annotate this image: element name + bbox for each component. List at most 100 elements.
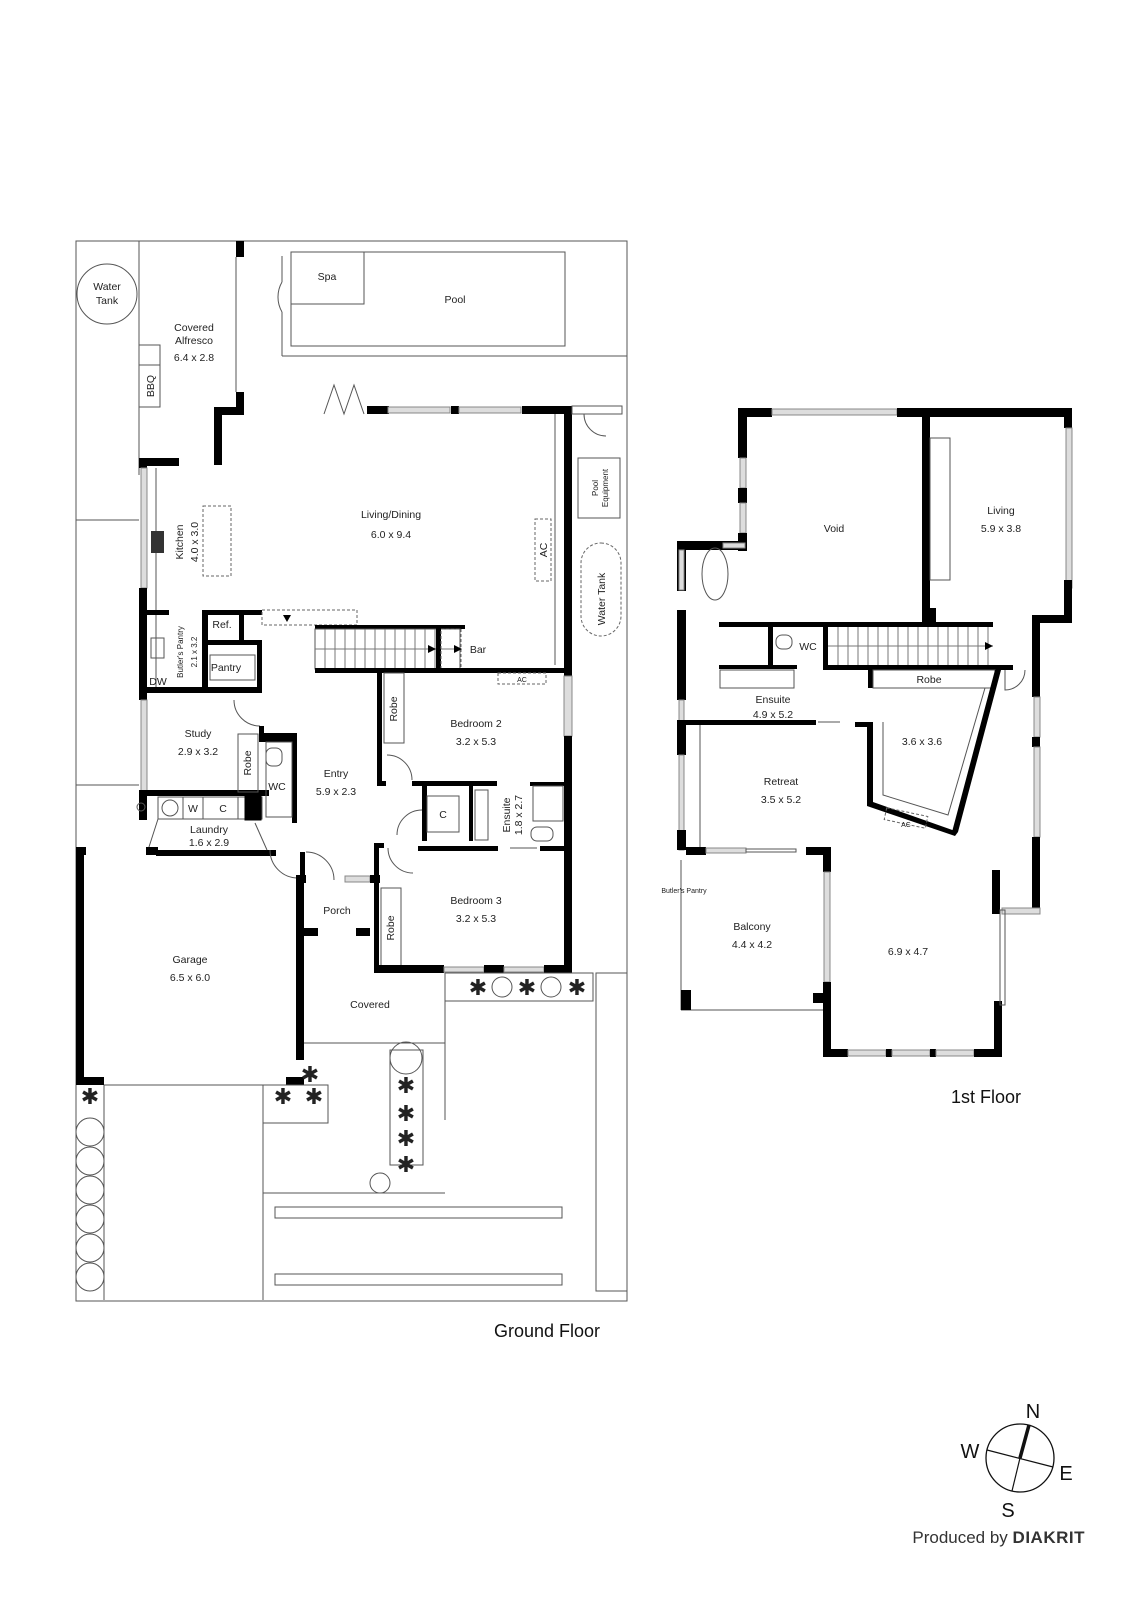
pool: [290, 251, 566, 347]
lot-boundary: [75, 240, 628, 1302]
svg-text:6.4 x 2.8: 6.4 x 2.8: [174, 352, 214, 364]
ac-unit-living: [534, 518, 552, 582]
plant-icons: ✱ ✱ ✱ ✱ ✱ ✱ ✱ ✱ ✱ ✱ ✱: [81, 975, 586, 1177]
label-bedroom-3: Bedroom 3: [450, 895, 502, 907]
svg-text:5.9 x 2.3: 5.9 x 2.3: [316, 786, 356, 798]
label-robe-bed2: Robe: [388, 696, 400, 721]
svg-text:3.2 x 5.3: 3.2 x 5.3: [456, 736, 496, 748]
svg-text:4.0 x 3.0: 4.0 x 3.0: [189, 522, 201, 562]
label-robe-bed3: Robe: [385, 915, 397, 940]
label-dw: DW: [149, 676, 167, 688]
svg-text:5.9 x 3.8: 5.9 x 3.8: [981, 523, 1021, 535]
robe-bed2: [383, 672, 405, 744]
label-water-tank-2: Water Tank: [596, 572, 608, 625]
label-study: Study: [185, 728, 213, 740]
compass-e: E: [1059, 1463, 1072, 1485]
label-living: Living: [987, 505, 1015, 517]
label-laundry: Laundry: [190, 824, 229, 836]
svg-text:6.0 x 9.4: 6.0 x 9.4: [371, 529, 411, 541]
first-floor-plan: Void Living 5.9 x 3.8 WC Robe Ensuite 4.…: [661, 408, 1073, 1057]
sink-icon: [150, 637, 165, 659]
credit-prefix: Produced by: [912, 1528, 1008, 1547]
svg-text:✱: ✱: [397, 1152, 415, 1177]
shrub-icons: [75, 976, 562, 1292]
label-bedroom-first: 3.6 x 3.6: [902, 736, 942, 748]
label-kitchen: Kitchen: [174, 524, 186, 559]
svg-text:✱: ✱: [305, 1084, 323, 1109]
svg-text:3.5 x 5.2: 3.5 x 5.2: [761, 794, 801, 806]
label-pool: Pool: [444, 294, 465, 306]
label-butlers-pantry: Butler's Pantry: [176, 626, 185, 678]
svg-text:✱: ✱: [397, 1101, 415, 1126]
spa: [290, 251, 365, 305]
first-floor-title: 1st Floor: [951, 1087, 1022, 1107]
label-balcony: Balcony: [733, 921, 771, 933]
water-tank-1: [76, 263, 138, 325]
svg-text:1.8 x 2.7: 1.8 x 2.7: [513, 795, 525, 835]
label-wc: WC: [268, 781, 286, 793]
svg-text:✱: ✱: [518, 975, 536, 1000]
label-laundry-w: W: [188, 803, 198, 815]
svg-text:4.9 x 5.2: 4.9 x 5.2: [753, 709, 793, 721]
ground-floor-plan: ✱ ✱ ✱ ✱ ✱ ✱ ✱ ✱ ✱ ✱ ✱ Water Tank Covered…: [75, 240, 628, 1302]
svg-text:✱: ✱: [274, 1084, 292, 1109]
label-spa: Spa: [318, 271, 337, 283]
label-living-dining: Living/Dining: [361, 509, 421, 521]
label-porch: Porch: [323, 905, 351, 917]
svg-text:✱: ✱: [469, 975, 487, 1000]
label-butlers-pantry-first: Butler's Pantry: [661, 888, 707, 895]
compass-w: W: [961, 1441, 980, 1463]
cooktop-icon: [151, 531, 164, 553]
svg-text:3.2 x 5.3: 3.2 x 5.3: [456, 913, 496, 925]
label-pantry: Pantry: [211, 662, 242, 674]
svg-text:✱: ✱: [81, 1084, 99, 1109]
producer-credit: Produced by DIAKRIT: [912, 1528, 1085, 1548]
kitchen-island: [202, 505, 232, 577]
svg-text:6.5 x 6.0: 6.5 x 6.0: [170, 972, 210, 984]
svg-text:Equipment: Equipment: [601, 468, 610, 507]
label-ac-first: AC: [901, 822, 911, 829]
svg-text:✱: ✱: [397, 1073, 415, 1098]
label-wc-first: WC: [799, 641, 817, 653]
label-ref: Ref.: [212, 619, 231, 631]
label-open-area: 6.9 x 4.7: [888, 946, 928, 958]
compass-icon: [985, 1423, 1055, 1493]
label-robe-study: Robe: [242, 750, 254, 775]
svg-text:2.9 x 3.2: 2.9 x 3.2: [178, 746, 218, 758]
ground-floor-title: Ground Floor: [494, 1321, 601, 1341]
robe-study: [237, 733, 259, 793]
svg-text:1.6 x 2.9: 1.6 x 2.9: [189, 837, 229, 849]
label-ensuite-first: Ensuite: [755, 694, 790, 706]
label-bar: Bar: [470, 644, 487, 656]
label-water-tank: Water: [93, 281, 121, 293]
label-laundry-c: C: [219, 803, 227, 815]
svg-text:Tank: Tank: [96, 295, 119, 307]
label-garage: Garage: [172, 954, 207, 966]
label-ac-living: AC: [538, 542, 550, 557]
svg-text:✱: ✱: [568, 975, 586, 1000]
compass: N E S W: [961, 1401, 1073, 1522]
label-void: Void: [824, 523, 845, 535]
label-bedroom-2: Bedroom 2: [450, 718, 502, 730]
label-bbq: BBQ: [145, 375, 157, 397]
label-cupboard: C: [439, 809, 447, 821]
label-pool-equipment: Pool: [591, 480, 600, 496]
svg-text:✱: ✱: [397, 1126, 415, 1151]
credit-brand-logo: DIAKRIT: [1012, 1528, 1085, 1547]
bathtub-icon: [701, 547, 729, 601]
label-ensuite: Ensuite: [501, 797, 513, 832]
svg-text:Alfresco: Alfresco: [175, 335, 213, 347]
svg-text:2.1 x 3.2: 2.1 x 3.2: [190, 636, 199, 667]
svg-text:4.4 x 4.2: 4.4 x 4.2: [732, 939, 772, 951]
label-retreat: Retreat: [764, 776, 799, 788]
label-robe-first: Robe: [916, 674, 941, 686]
compass-n: N: [1026, 1401, 1040, 1423]
pool-equipment: [577, 457, 621, 519]
ac-unit-bed2: [497, 672, 547, 685]
label-ac-bed2: AC: [517, 677, 527, 684]
water-tank-2: [580, 542, 622, 637]
label-entry: Entry: [324, 768, 349, 780]
pantry-box: [209, 654, 256, 681]
bbq-bench: [138, 344, 161, 408]
